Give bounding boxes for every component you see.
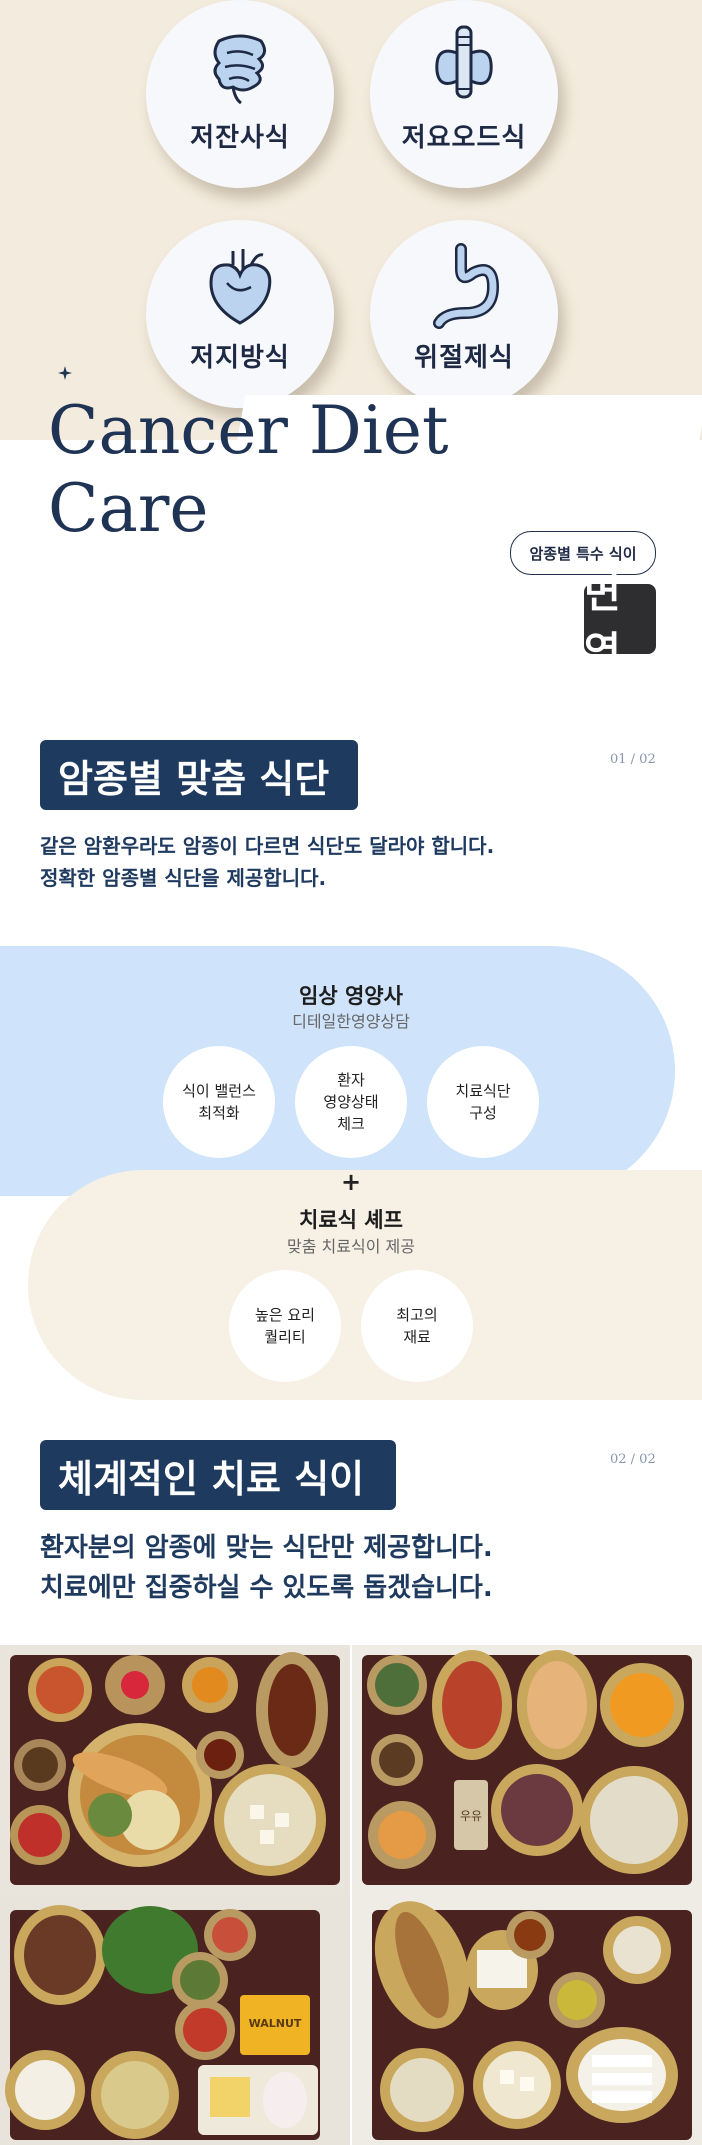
dietitian-subtitle: 디테일한영양상담 bbox=[292, 1012, 410, 1031]
diet-card-low-fat: 저지방식 bbox=[146, 220, 334, 408]
section-description: 같은 암환우라도 암종이 다르면 식단도 달라야 합니다. 정확한 암종별 식단… bbox=[40, 830, 494, 894]
page-indicator: 01 / 02 bbox=[610, 752, 656, 767]
stomach-icon bbox=[433, 243, 500, 329]
chef-subtitle: 맞춤 치료식이 제공 bbox=[287, 1237, 415, 1256]
feature-line: 치료식단 bbox=[455, 1082, 511, 1100]
thyroid-icon bbox=[435, 25, 493, 99]
milk-label: 우유 bbox=[460, 1809, 482, 1823]
feature-line: 퀄리티 bbox=[264, 1328, 306, 1346]
diet-card-low-iodine: 저요오드식 bbox=[370, 0, 558, 188]
meal-photo bbox=[0, 1645, 350, 1895]
section-description: 환자분의 암종에 맞는 식단만 제공합니다. 치료에만 집중하실 수 있도록 돕… bbox=[40, 1528, 493, 1608]
description-line: 치료에만 집중하실 수 있도록 돕겠습니다. bbox=[40, 1573, 493, 1603]
feature-line: 체크 bbox=[337, 1115, 365, 1133]
diet-label: 저지방식 bbox=[190, 343, 290, 373]
chef-title: 치료식 셰프 bbox=[299, 1208, 403, 1232]
brand-logo: 면역 bbox=[584, 570, 656, 675]
meal-photo: 우유 bbox=[352, 1645, 702, 1895]
feature-line: 재료 bbox=[403, 1328, 431, 1346]
chef-feature: 최고의 재료 bbox=[361, 1270, 473, 1382]
sparkle-icon bbox=[58, 366, 72, 380]
hero-title-line: Care bbox=[48, 470, 209, 547]
chef-panel bbox=[28, 1170, 702, 1400]
dietitian-feature: 식이 밸런스 최적화 bbox=[163, 1046, 275, 1158]
section-title: 암종별 맞춤 식단 bbox=[40, 740, 358, 810]
dietitian-title: 임상 영양사 bbox=[299, 984, 403, 1008]
diet-label: 저요오드식 bbox=[401, 123, 527, 153]
diet-card-gastrectomy: 위절제식 bbox=[370, 220, 558, 408]
feature-line: 구성 bbox=[469, 1104, 497, 1122]
meal-photo bbox=[352, 1895, 702, 2145]
hero-title-line: Cancer Diet bbox=[48, 392, 449, 469]
feature-line: 최적화 bbox=[198, 1104, 240, 1122]
dietitian-feature: 치료식단 구성 bbox=[427, 1046, 539, 1158]
plus-icon: + bbox=[340, 1168, 362, 1196]
hero-title: Cancer Diet Care bbox=[48, 392, 468, 548]
diet-card-low-residue: 저잔사식 bbox=[146, 0, 334, 188]
meal-photo: WALNUT bbox=[0, 1895, 350, 2145]
feature-line: 최고의 bbox=[396, 1306, 438, 1324]
section-title: 체계적인 치료 식이 bbox=[40, 1440, 396, 1510]
feature-line: 영양상태 bbox=[323, 1093, 379, 1111]
diet-label: 위절제식 bbox=[414, 343, 514, 373]
description-line: 같은 암환우라도 암종이 다르면 식단도 달라야 합니다. bbox=[40, 834, 495, 858]
intestine-icon bbox=[213, 34, 266, 105]
feature-line: 높은 요리 bbox=[255, 1306, 315, 1324]
feature-line: 식이 밸런스 bbox=[182, 1082, 256, 1100]
special-diet-tag: 암종별 특수 식이 bbox=[510, 531, 656, 575]
heart-icon bbox=[209, 249, 272, 325]
page-indicator: 02 / 02 bbox=[610, 1452, 656, 1467]
diet-label: 저잔사식 bbox=[190, 123, 290, 153]
chef-feature: 높은 요리 퀄리티 bbox=[229, 1270, 341, 1382]
hero-white-fill bbox=[0, 440, 702, 480]
description-line: 정확한 암종별 식단을 제공합니다. bbox=[40, 866, 327, 890]
feature-line: 환자 bbox=[337, 1071, 365, 1089]
snack-label: WALNUT bbox=[249, 2017, 302, 2030]
hero-banner: 저잔사식 저요오드식 저지방식 위절제식 bbox=[0, 0, 702, 440]
description-line: 환자분의 암종에 맞는 식단만 제공합니다. bbox=[40, 1533, 493, 1563]
dietitian-feature: 환자 영양상태 체크 bbox=[295, 1046, 407, 1158]
